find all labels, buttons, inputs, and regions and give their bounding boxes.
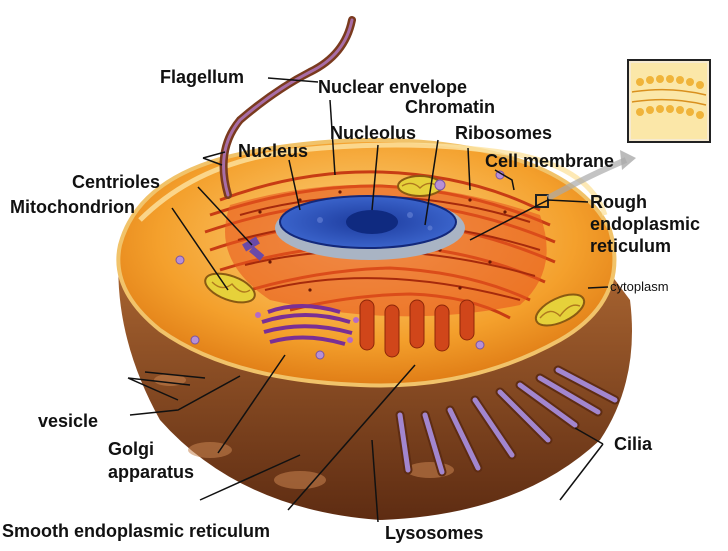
label-ribosomes: Ribosomes (455, 124, 552, 142)
label-rough-er-line2: endoplasmic (590, 215, 700, 233)
label-rough-er-line1: Rough (590, 193, 647, 211)
label-smooth-er: Smooth endoplasmic reticulum (2, 522, 270, 540)
label-golgi-line1: Golgi (108, 440, 154, 458)
label-rough-er-line3: reticulum (590, 237, 671, 255)
label-cilia: Cilia (614, 435, 652, 453)
label-mitochondrion: Mitochondrion (10, 198, 135, 216)
label-lysosomes: Lysosomes (385, 524, 483, 542)
nucleolus (346, 210, 398, 234)
label-golgi-line2: apparatus (108, 463, 194, 481)
label-cytoplasm: cytoplasm (610, 280, 669, 293)
label-flagellum: Flagellum (160, 68, 244, 86)
label-centrioles: Centrioles (72, 173, 160, 191)
label-nucleolus: Nucleolus (330, 124, 416, 142)
label-cell-membrane: Cell membrane (485, 152, 614, 170)
label-vesicle: vesicle (38, 412, 98, 430)
label-nuclear-envelope: Nuclear envelope (318, 78, 467, 96)
label-chromatin: Chromatin (405, 98, 495, 116)
label-nucleus: Nucleus (238, 142, 308, 160)
